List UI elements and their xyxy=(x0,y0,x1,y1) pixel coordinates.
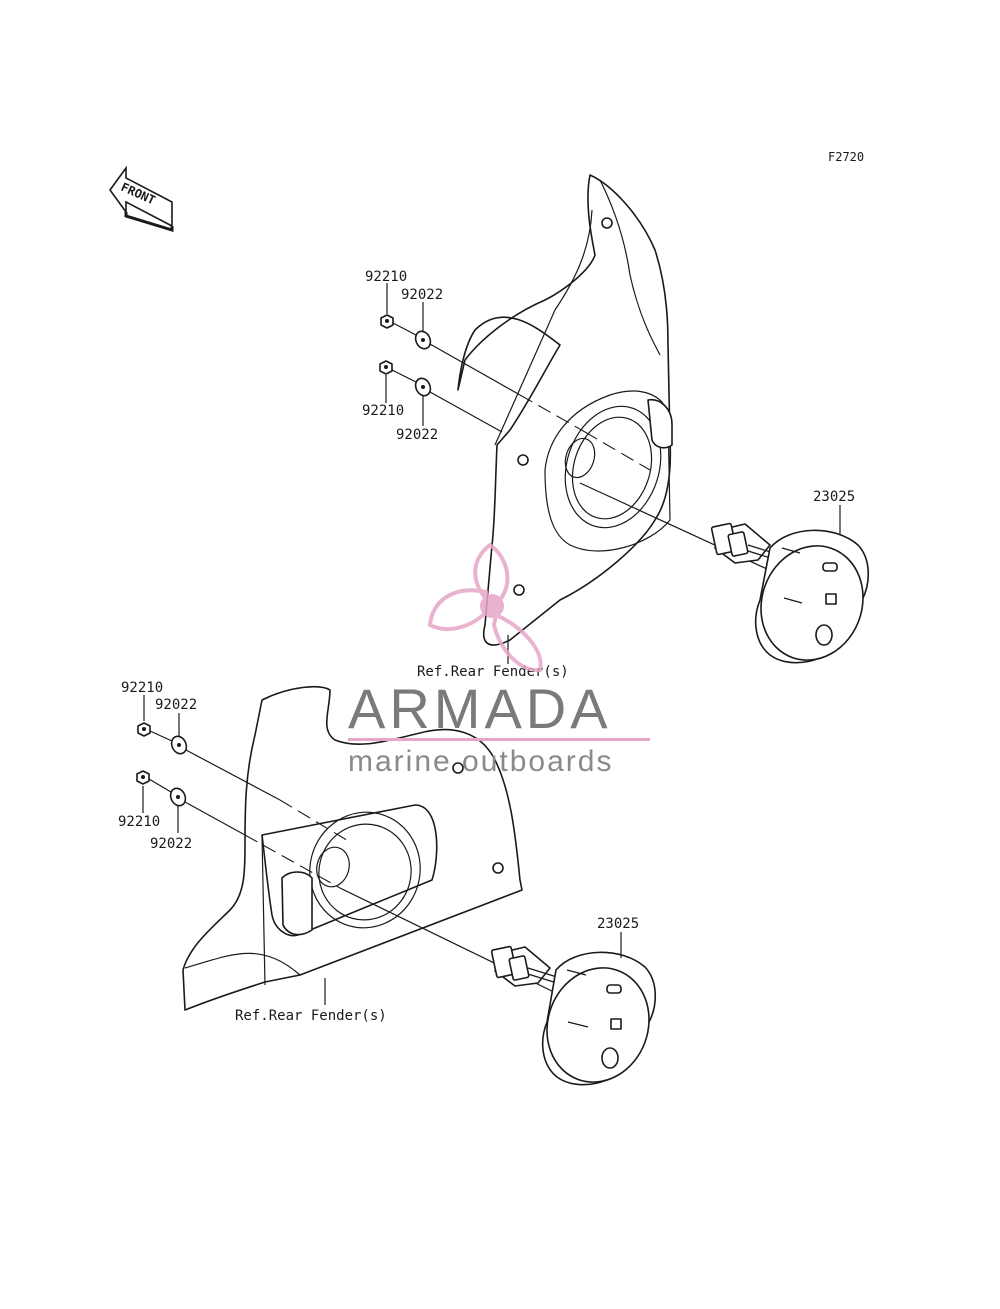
upper-nut-bottom xyxy=(379,360,393,375)
upper-assembly: 92210 92022 92210 92022 23025 Ref.Rear F… xyxy=(362,174,870,680)
upper-nut-bottom-label: 92210 xyxy=(362,403,404,419)
upper-washer-top-label: 92022 xyxy=(401,287,443,303)
lower-washer-bottom xyxy=(169,787,187,807)
front-direction-arrow: FRONT xyxy=(109,165,174,233)
lower-washer-top xyxy=(170,735,188,755)
lower-nut-bottom-label: 92210 xyxy=(118,814,160,830)
lower-reference-label: Ref.Rear Fender(s) xyxy=(235,1008,387,1024)
lower-assembly: 92210 92022 92210 92022 23025 Ref.Rear F… xyxy=(118,680,657,1086)
upper-tail-light xyxy=(710,522,870,664)
upper-washer-top xyxy=(414,330,432,350)
lower-nut-top-label: 92210 xyxy=(121,680,163,696)
lower-nut-top xyxy=(137,722,151,737)
lower-washer-bottom-label: 92022 xyxy=(150,836,192,852)
lower-washer-top-label: 92022 xyxy=(155,697,197,713)
upper-washer-bottom-label: 92022 xyxy=(396,427,438,443)
lower-tail-light xyxy=(490,945,657,1086)
upper-nut-top-label: 92210 xyxy=(365,269,407,285)
watermark: ARMADA marine outboards xyxy=(348,542,650,778)
propeller-logo xyxy=(427,542,543,673)
upper-washer-bottom xyxy=(414,377,432,397)
watermark-brand: ARMADA xyxy=(348,677,612,740)
upper-nut-top xyxy=(380,314,394,329)
lower-nut-bottom xyxy=(136,770,150,785)
figure-code: F2720 xyxy=(828,150,864,164)
watermark-tagline: marine outboards xyxy=(348,745,613,778)
watermark-divider xyxy=(348,738,650,741)
upper-light-label: 23025 xyxy=(813,489,855,505)
lower-light-label: 23025 xyxy=(597,916,639,932)
upper-rear-fender xyxy=(457,174,672,646)
